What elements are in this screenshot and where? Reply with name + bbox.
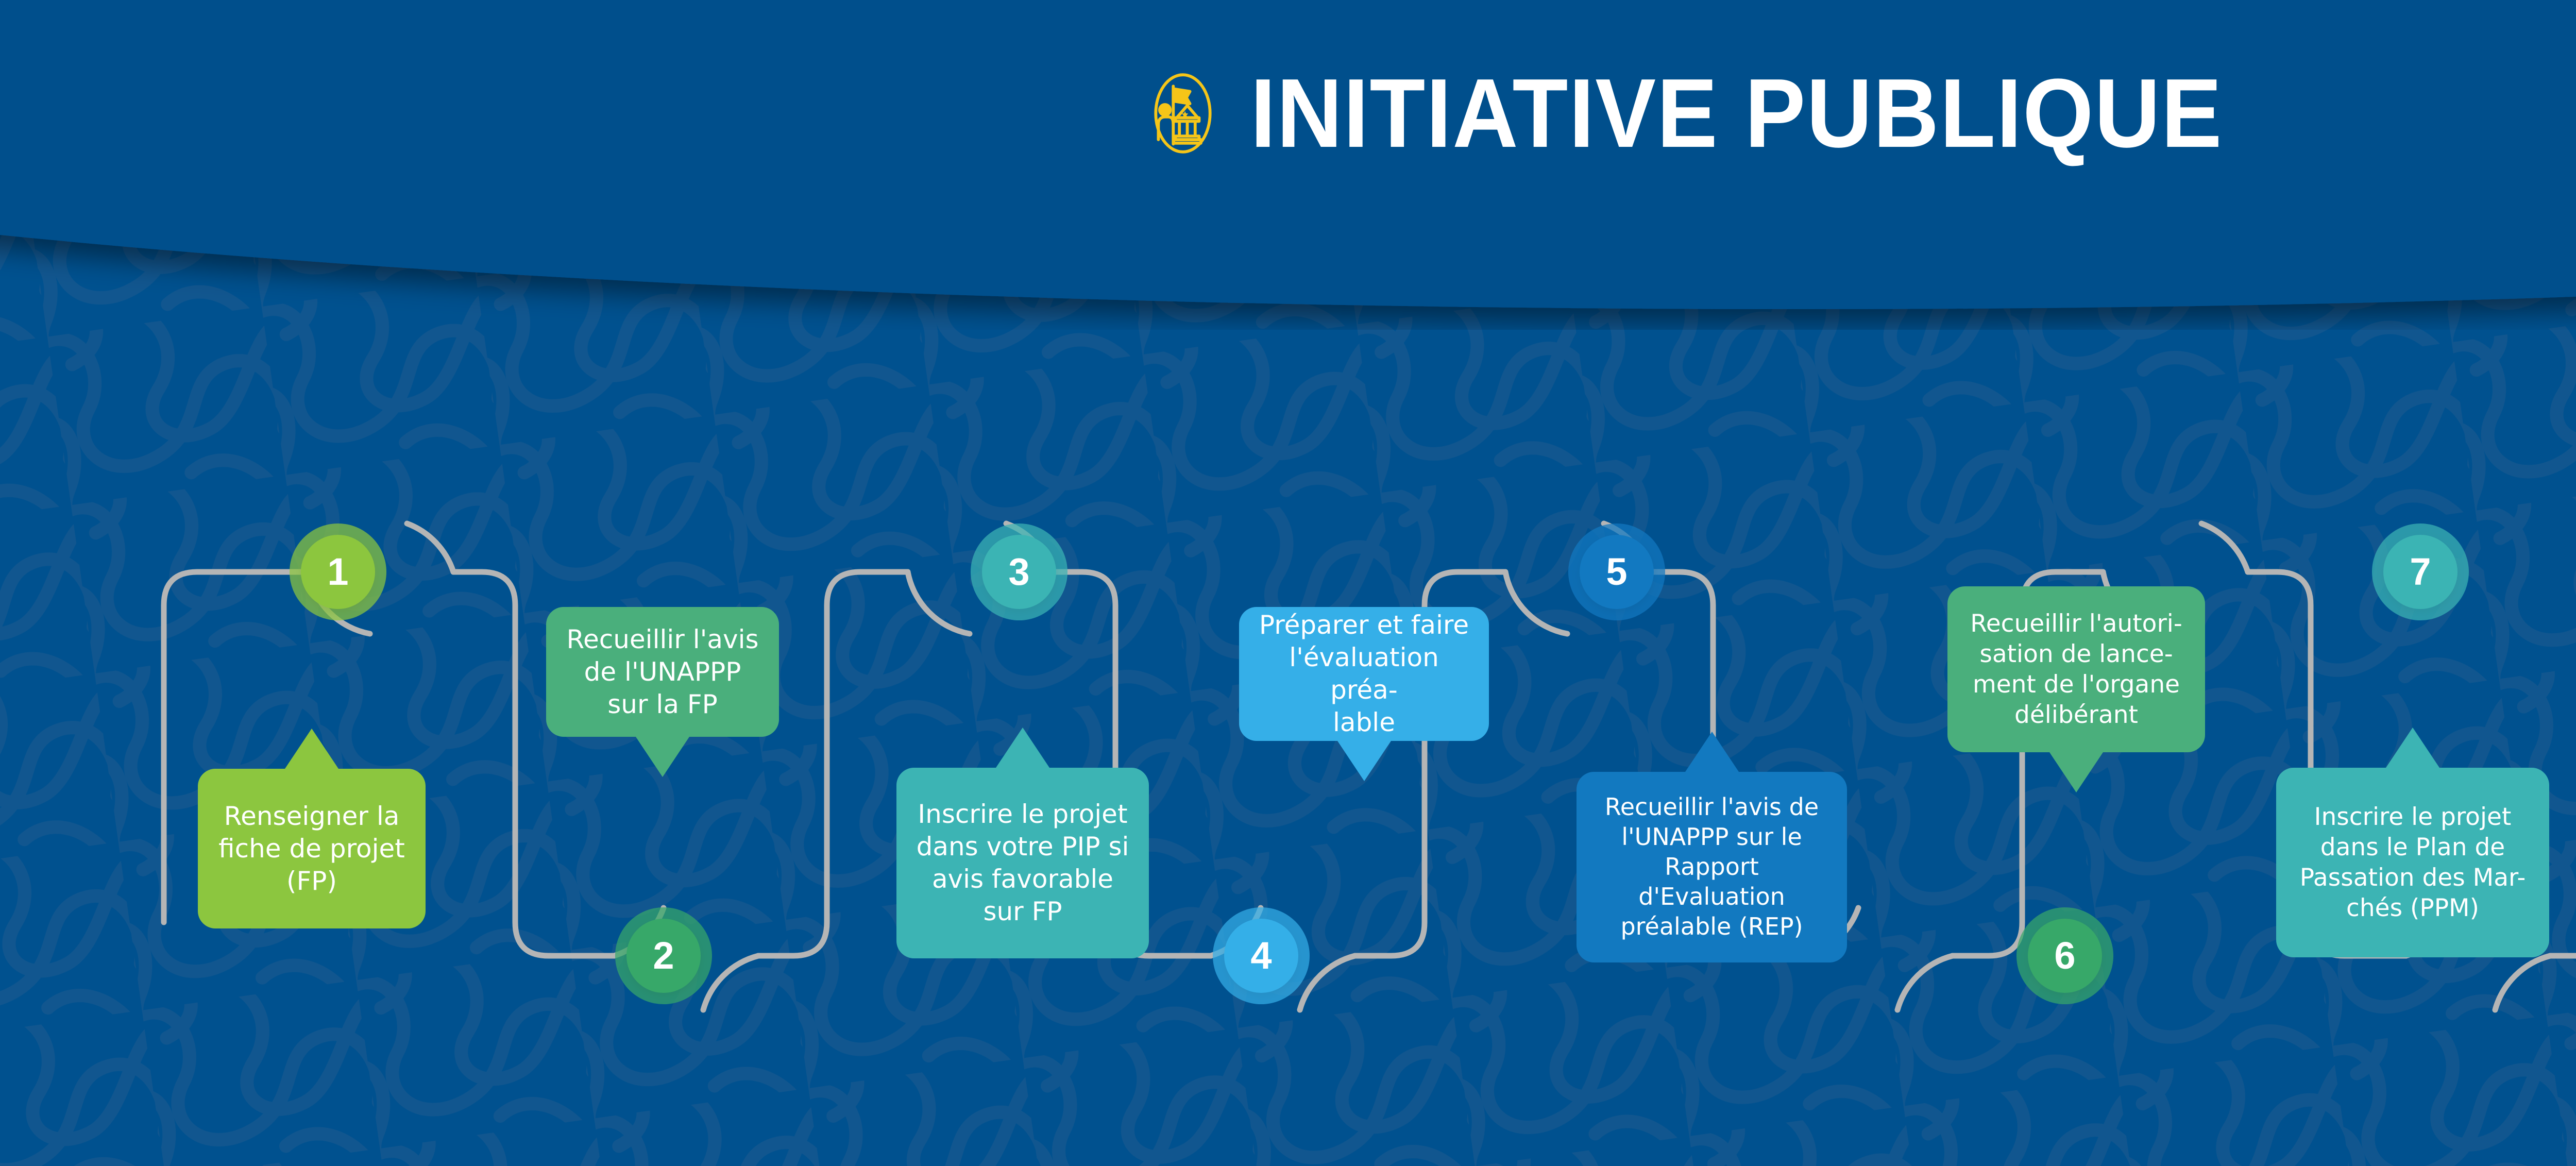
step-number-badge-1[interactable]: 1: [290, 523, 386, 620]
step-number-badge-2[interactable]: 2: [615, 907, 712, 1004]
step-label-text-6: Recueillir l'autori-sation de lance-ment…: [1970, 609, 2182, 730]
step-number-badge-7[interactable]: 7: [2372, 523, 2469, 620]
step-number-badge-5[interactable]: 5: [1568, 523, 1665, 620]
step-label-bubble-6[interactable]: Recueillir l'autori-sation de lance-ment…: [1947, 586, 2205, 792]
step-number-badge-6[interactable]: 6: [2016, 907, 2113, 1004]
step-number-badge-4[interactable]: 4: [1213, 907, 1310, 1004]
step-number-badge-3[interactable]: 3: [971, 523, 1067, 620]
